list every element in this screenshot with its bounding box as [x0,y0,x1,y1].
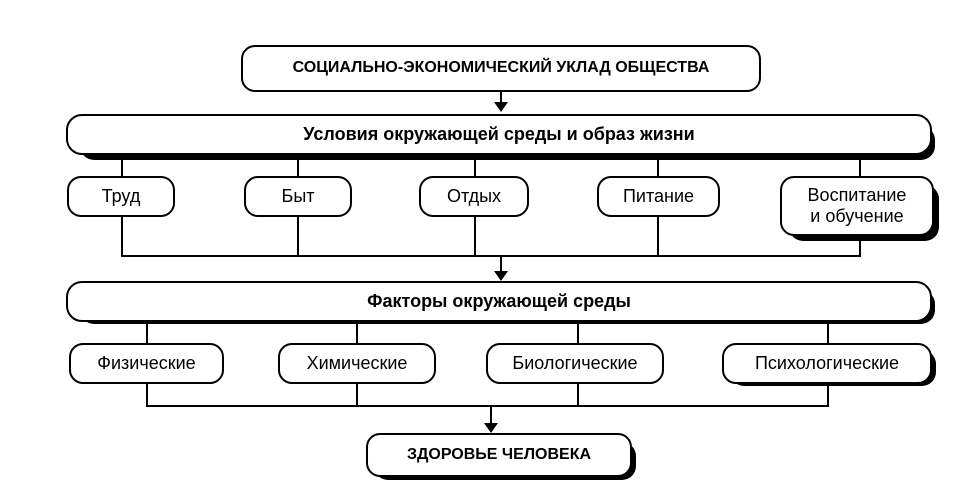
human-health-box: ЗДОРОВЬЕ ЧЕЛОВЕКА [366,433,632,477]
conditions-label: Условия окружающей среды и образ жизни [303,124,695,145]
condition-item-label: Труд [101,186,141,207]
factor-item-label: Физические [97,353,196,374]
factor-item-label: Химические [306,353,408,374]
condition-item-rest: Отдых [419,176,529,217]
factors-label: Факторы окружающей среды [367,291,631,312]
condition-item-nutrition: Питание [597,176,720,217]
factor-item-chemical: Химические [278,343,436,384]
condition-item-work: Труд [67,176,175,217]
condition-item-label: Питание [622,186,695,207]
factor-item-biological: Биологические [486,343,664,384]
condition-item-education: Воспитание и обучение [780,176,934,236]
condition-item-label: Воспитание и обучение [807,185,907,226]
factor-item-label: Психологические [754,353,900,374]
factor-item-psychological: Психологические [722,343,932,384]
factor-item-label: Биологические [512,353,638,374]
condition-item-label: Отдых [446,186,502,207]
human-health-label: ЗДОРОВЬЕ ЧЕЛОВЕКА [406,445,592,463]
factor-item-physical: Физические [69,343,224,384]
condition-item-label: Быт [281,186,315,207]
conditions-box: Условия окружающей среды и образ жизни [66,114,932,155]
condition-item-home: Быт [244,176,352,217]
socio-economic-box: СОЦИАЛЬНО-ЭКОНОМИЧЕСКИЙ УКЛАД ОБЩЕСТВА [241,45,761,92]
socio-economic-label: СОЦИАЛЬНО-ЭКОНОМИЧЕСКИЙ УКЛАД ОБЩЕСТВА [292,59,710,77]
factors-box: Факторы окружающей среды [66,281,932,322]
